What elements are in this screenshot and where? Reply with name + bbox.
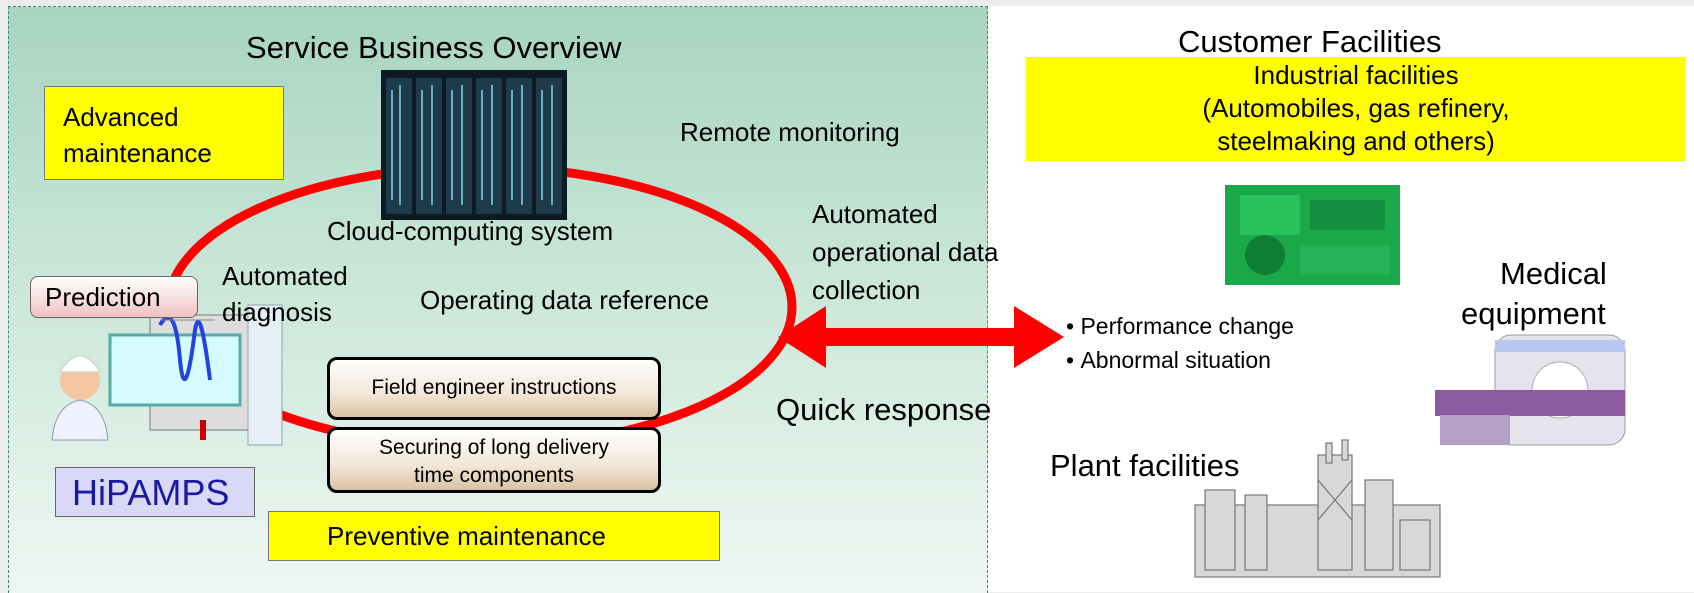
bullet-item: Performance change	[1066, 309, 1294, 343]
field-engineer-box: Field engineer instructions	[327, 357, 661, 420]
prediction-label: Prediction	[30, 276, 198, 318]
industrial-facilities-box: Industrial facilities (Automobiles, gas …	[1026, 57, 1686, 161]
operating-data-reference-label: Operating data reference	[420, 285, 710, 315]
automated-collection-line3: collection	[812, 275, 921, 305]
medical-equipment-line2: equipment	[1461, 296, 1606, 331]
server-rack-icon	[381, 70, 567, 220]
overview-title: Service Business Overview	[246, 30, 622, 65]
advanced-maintenance-label: Advanced maintenance	[63, 102, 212, 168]
bullet-item: Abnormal situation	[1066, 343, 1294, 377]
medical-equipment-line1: Medical	[1500, 256, 1607, 291]
industrial-line1: Industrial facilities	[1253, 60, 1459, 90]
double-arrow-icon	[778, 306, 1064, 368]
preventive-maintenance-box: Preventive maintenance	[268, 511, 720, 561]
automated-collection-line2: operational data	[812, 237, 999, 267]
medical-scanner-icon	[1435, 334, 1626, 446]
hipamps-box: HiPAMPS	[55, 467, 255, 517]
quick-response-label: Quick response	[776, 392, 992, 427]
plant-facilities-label: Plant facilities	[1050, 448, 1240, 483]
automated-diagnosis-label: Automated diagnosis	[222, 261, 348, 327]
automated-collection-line1: Automated	[812, 199, 938, 229]
customer-facilities-title: Customer Facilities	[1178, 24, 1442, 59]
plant-icon	[1194, 439, 1441, 578]
advanced-maintenance-box: Advanced maintenance	[44, 86, 284, 180]
generator-icon	[1225, 185, 1400, 285]
industrial-line2: (Automobiles, gas refinery,	[1202, 93, 1510, 123]
field-engineer-text: Field engineer instructions	[371, 376, 617, 399]
cloud-system-label: Cloud-computing system	[327, 216, 614, 246]
securing-components-text: Securing of long delivery time component…	[379, 436, 609, 487]
preventive-maintenance-text: Preventive maintenance	[327, 521, 606, 551]
doctor-computer-icon	[51, 304, 283, 446]
securing-components-box: Securing of long delivery time component…	[327, 427, 661, 493]
industrial-line3: steelmaking and others)	[1217, 126, 1495, 156]
condition-bullets: Performance change Abnormal situation	[1066, 309, 1294, 377]
remote-monitoring-label: Remote monitoring	[680, 117, 900, 147]
hipamps-text: HiPAMPS	[72, 472, 230, 513]
prediction-text: Prediction	[45, 282, 161, 312]
